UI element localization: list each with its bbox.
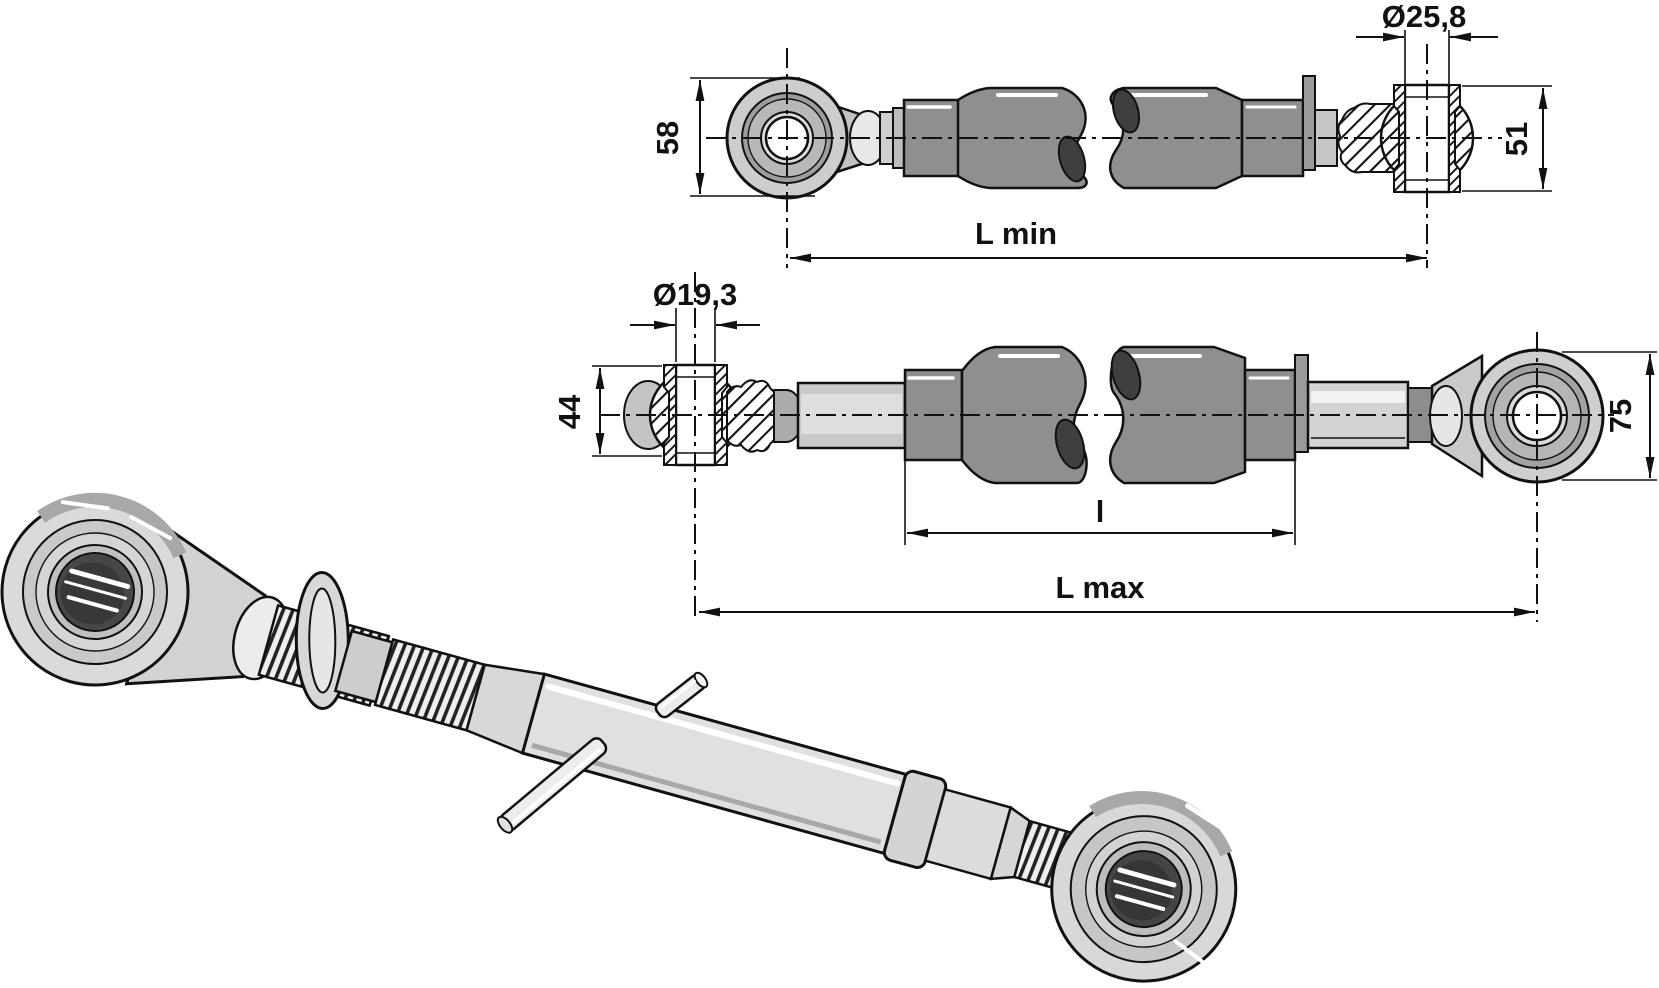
dim-length-max: L max — [699, 570, 1535, 617]
side-view-retracted: Ø25,8 58 51 L min — [650, 0, 1552, 268]
dim-label-eye-75: 75 — [1603, 399, 1638, 433]
dim-thread-length: l — [904, 452, 1296, 545]
dim-eye-75: 75 — [1562, 351, 1657, 481]
tab-washer-face — [308, 587, 337, 694]
lock-tab — [1294, 354, 1309, 453]
dim-length-min: L min — [790, 216, 1427, 263]
lock-tab — [1302, 75, 1316, 171]
tommy-pin-upper — [654, 671, 709, 719]
dim-label-bottom-bore: Ø19,3 — [653, 277, 737, 312]
dim-label-lmin: L min — [975, 216, 1057, 251]
threaded-rod-highlight — [1311, 391, 1405, 403]
dim-ball-44: 44 — [552, 365, 662, 457]
thread-3d — [373, 637, 487, 732]
tommy-pin-lower — [496, 737, 608, 834]
dim-bottom-bore-diameter: Ø19,3 — [630, 277, 760, 362]
dim-label-thread-length: l — [1096, 494, 1105, 529]
dim-label-ball-51: 51 — [1499, 122, 1534, 156]
side-view-extended: Ø19,3 44 75 l L max — [552, 272, 1657, 622]
ball-eye-3d — [1050, 791, 1238, 983]
dim-label-ball-44: 44 — [552, 394, 587, 429]
dim-ball-51: 51 — [1462, 85, 1552, 192]
perspective-view — [0, 492, 1238, 983]
dim-label-eye-58: 58 — [650, 121, 685, 155]
ball-eye-3d — [0, 492, 190, 687]
dim-label-top-bore: Ø25,8 — [1382, 0, 1466, 34]
dim-top-bore-diameter: Ø25,8 — [1356, 0, 1498, 100]
dim-eye-58: 58 — [650, 77, 815, 197]
dim-label-lmax: L max — [1055, 570, 1145, 605]
